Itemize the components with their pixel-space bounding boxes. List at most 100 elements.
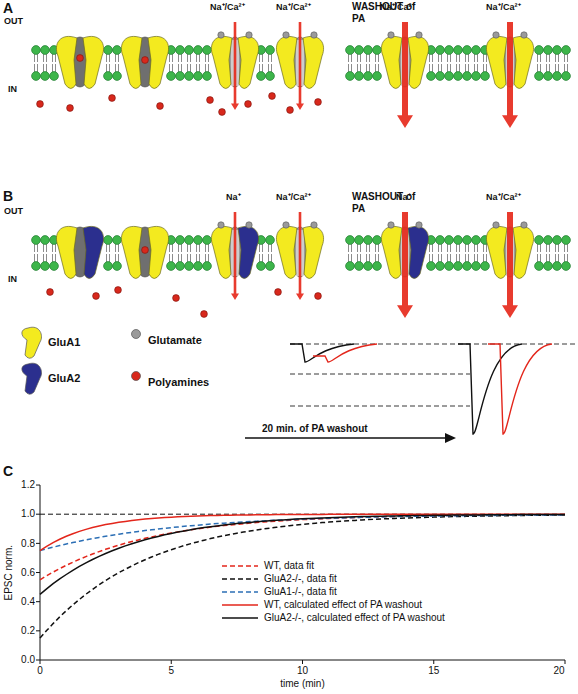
glutamate-dot: [311, 222, 317, 228]
lipid-tail: [432, 54, 433, 62]
y-tick: [36, 601, 40, 602]
glua1-subunit: [486, 226, 507, 278]
panel-label: A: [3, 0, 13, 16]
glutamate-dot: [283, 32, 289, 38]
lipid-head: [113, 236, 122, 245]
lipid-tail: [564, 244, 565, 252]
legend-text: GluA2: [48, 372, 80, 385]
lipid-tail: [118, 254, 119, 262]
lipid-tail: [360, 54, 361, 62]
lipid-tail: [106, 254, 107, 262]
lipid-head: [176, 46, 185, 55]
lipid-tail: [567, 54, 568, 62]
lipid-tail: [483, 64, 484, 72]
polyamine-dot: [219, 109, 226, 116]
glua2-subunit: [238, 226, 259, 278]
lipid-tail: [262, 64, 263, 72]
lipid-head: [535, 72, 544, 81]
lipid-head: [176, 262, 185, 271]
lipid-head: [463, 72, 472, 81]
legend-swatch: [14, 362, 44, 396]
x-tick: [40, 660, 41, 664]
lipid-tail: [450, 64, 451, 72]
lipid-tail: [369, 244, 370, 252]
lipid-tail: [115, 254, 116, 262]
glua1-subunit: [121, 226, 142, 278]
lipid-tail: [555, 54, 556, 62]
lipid-tail: [46, 54, 47, 62]
lipid-tail: [172, 254, 173, 262]
lipid-tail: [190, 64, 191, 72]
ampa-receptor: [486, 22, 533, 128]
lipid-head: [104, 46, 113, 55]
polyamine-dot: [207, 97, 214, 104]
lipid-tail: [34, 244, 35, 252]
lipid-tail: [187, 54, 188, 62]
lipid-tail: [205, 54, 206, 62]
glutamate-dot: [521, 222, 527, 228]
lipid-tail: [268, 64, 269, 72]
ampa-receptor: [276, 212, 323, 300]
lipid-head: [427, 262, 436, 271]
lipid-tail: [456, 64, 457, 72]
lipid-tail: [208, 244, 209, 252]
lipid-tail: [187, 254, 188, 262]
lipid-head: [203, 46, 212, 55]
panel-label: Na⁺/Ca²⁺: [276, 2, 311, 12]
panel-label: OUT: [4, 206, 23, 216]
polyamine-dot: [93, 293, 100, 300]
lipid-head: [194, 46, 203, 55]
lipid-tail: [540, 64, 541, 72]
lipid-tail: [537, 54, 538, 62]
lipid-tail: [169, 54, 170, 62]
lipid-tail: [43, 64, 44, 72]
lipid-tail: [208, 54, 209, 62]
lipid-head: [355, 46, 364, 55]
lipid-tail: [432, 64, 433, 72]
lipid-tail: [52, 254, 53, 262]
lipid-tail: [567, 244, 568, 252]
glua1-subunit: [408, 36, 429, 88]
lipid-tail: [474, 64, 475, 72]
lipid-tail: [357, 254, 358, 262]
glua1-subunit: [83, 36, 104, 88]
lipid-head: [535, 262, 544, 271]
lipid-tail: [109, 244, 110, 252]
lipid-tail: [271, 54, 272, 62]
ion-flow-arrow: [397, 22, 413, 128]
lipid-head: [553, 72, 562, 81]
lipid-tail: [259, 54, 260, 62]
lipid-tail: [429, 244, 430, 252]
lipid-tail: [55, 64, 56, 72]
lipid-head: [50, 262, 59, 271]
lipid-head: [364, 262, 373, 271]
lipid-head: [346, 262, 355, 271]
lipid-tail: [348, 64, 349, 72]
lipid-head: [481, 72, 490, 81]
polyamine-dot: [115, 287, 122, 294]
ampa-receptor: [121, 36, 168, 88]
lipid-tail: [468, 254, 469, 262]
legend-subunit: [22, 363, 42, 394]
glutamate-dot: [493, 222, 499, 228]
lipid-tail: [549, 54, 550, 62]
lipid-tail: [55, 244, 56, 252]
lipid-tail: [564, 54, 565, 62]
lipid-head: [463, 262, 472, 271]
panel-label: Na⁺/Ca²⁺: [486, 2, 521, 12]
tick-label: 1.0: [21, 508, 35, 520]
lipid-tail: [474, 54, 475, 62]
lipid-tail: [447, 64, 448, 72]
legend-swatch: [14, 326, 44, 360]
glua1-subunit: [276, 226, 297, 278]
lipid-tail: [555, 254, 556, 262]
lipid-tail: [190, 54, 191, 62]
legend-swatch: [130, 370, 142, 382]
glutamate-dot: [521, 32, 527, 38]
glua1-subunit: [276, 36, 297, 88]
lipid-tail: [52, 244, 53, 252]
lipid-tail: [477, 254, 478, 262]
lipid-head: [454, 46, 463, 55]
lipid-tail: [118, 244, 119, 252]
lipid-head: [113, 262, 122, 271]
